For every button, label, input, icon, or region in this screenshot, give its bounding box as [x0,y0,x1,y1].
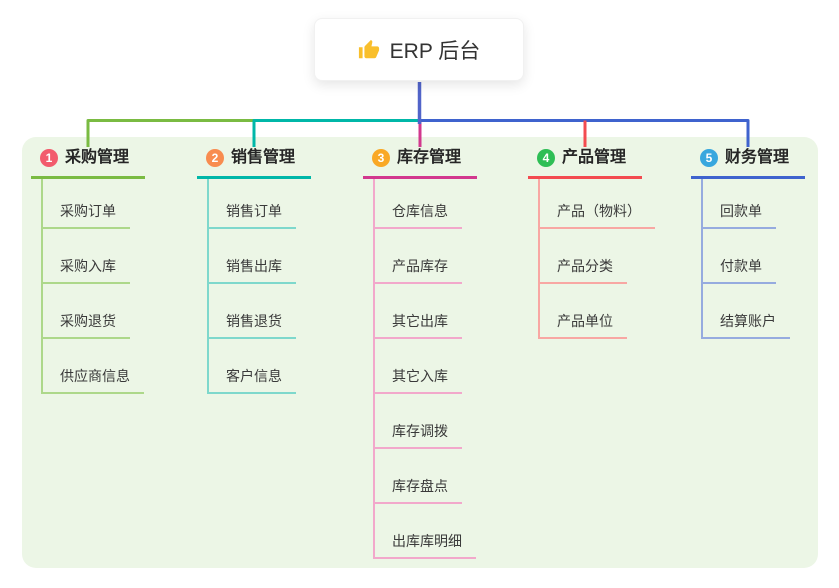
child-node[interactable]: 采购订单 [43,179,130,229]
child-node[interactable]: 采购退货 [43,284,130,339]
child-node[interactable]: 销售出库 [209,229,296,284]
child-node[interactable]: 仓库信息 [375,179,462,229]
root-node[interactable]: ERP 后台 [314,18,524,81]
child-node[interactable]: 出库库明细 [375,504,476,559]
child-node[interactable]: 产品单位 [540,284,627,339]
branch-title: 库存管理 [397,149,462,166]
branch-children: 采购订单采购入库采购退货供应商信息 [41,179,144,394]
branch-title: 采购管理 [65,149,130,166]
branch-children: 产品（物料）产品分类产品单位 [538,179,655,339]
branch-node-label[interactable]: 1 采购管理 [31,146,145,179]
branch-title: 销售管理 [231,149,296,166]
mindmap-background-panel [22,137,818,568]
child-node[interactable]: 结算账户 [703,284,790,339]
child-node[interactable]: 其它入库 [375,339,462,394]
branch-3: 3 库存管理仓库信息产品库存其它出库其它入库库存调拨库存盘点出库库明细 [363,146,533,559]
child-node[interactable]: 销售退货 [209,284,296,339]
branch-node-label[interactable]: 2 销售管理 [197,146,311,179]
child-node[interactable]: 产品库存 [375,229,462,284]
branch-2: 2 销售管理销售订单销售出库销售退货客户信息 [197,146,367,394]
branch-node-label[interactable]: 5 财务管理 [691,146,805,179]
child-node[interactable]: 采购入库 [43,229,130,284]
root-node-title: ERP 后台 [389,39,481,63]
branch-number-badge: 3 [372,149,390,167]
child-node[interactable]: 库存调拨 [375,394,462,449]
branch-number-badge: 4 [537,149,555,167]
child-node[interactable]: 产品分类 [540,229,627,284]
child-node[interactable]: 供应商信息 [43,339,144,394]
thumbs-up-icon [358,39,380,61]
branch-node-label[interactable]: 3 库存管理 [363,146,477,179]
child-node[interactable]: 库存盘点 [375,449,462,504]
branch-children: 回款单付款单结算账户 [701,179,790,339]
branch-node-label[interactable]: 4 产品管理 [528,146,642,179]
branch-4: 4 产品管理产品（物料）产品分类产品单位 [528,146,698,339]
branch-children: 仓库信息产品库存其它出库其它入库库存调拨库存盘点出库库明细 [373,179,476,559]
branch-title: 财务管理 [725,149,790,166]
branch-number-badge: 2 [206,149,224,167]
branch-5: 5 财务管理回款单付款单结算账户 [691,146,839,339]
child-node[interactable]: 付款单 [703,229,776,284]
branch-title: 产品管理 [562,149,627,166]
child-node[interactable]: 产品（物料） [540,179,655,229]
branch-children: 销售订单销售出库销售退货客户信息 [207,179,296,394]
branch-number-badge: 5 [700,149,718,167]
child-node[interactable]: 其它出库 [375,284,462,339]
child-node[interactable]: 回款单 [703,179,776,229]
branch-number-badge: 1 [40,149,58,167]
child-node[interactable]: 销售订单 [209,179,296,229]
child-node[interactable]: 客户信息 [209,339,296,394]
branch-1: 1 采购管理采购订单采购入库采购退货供应商信息 [31,146,201,394]
